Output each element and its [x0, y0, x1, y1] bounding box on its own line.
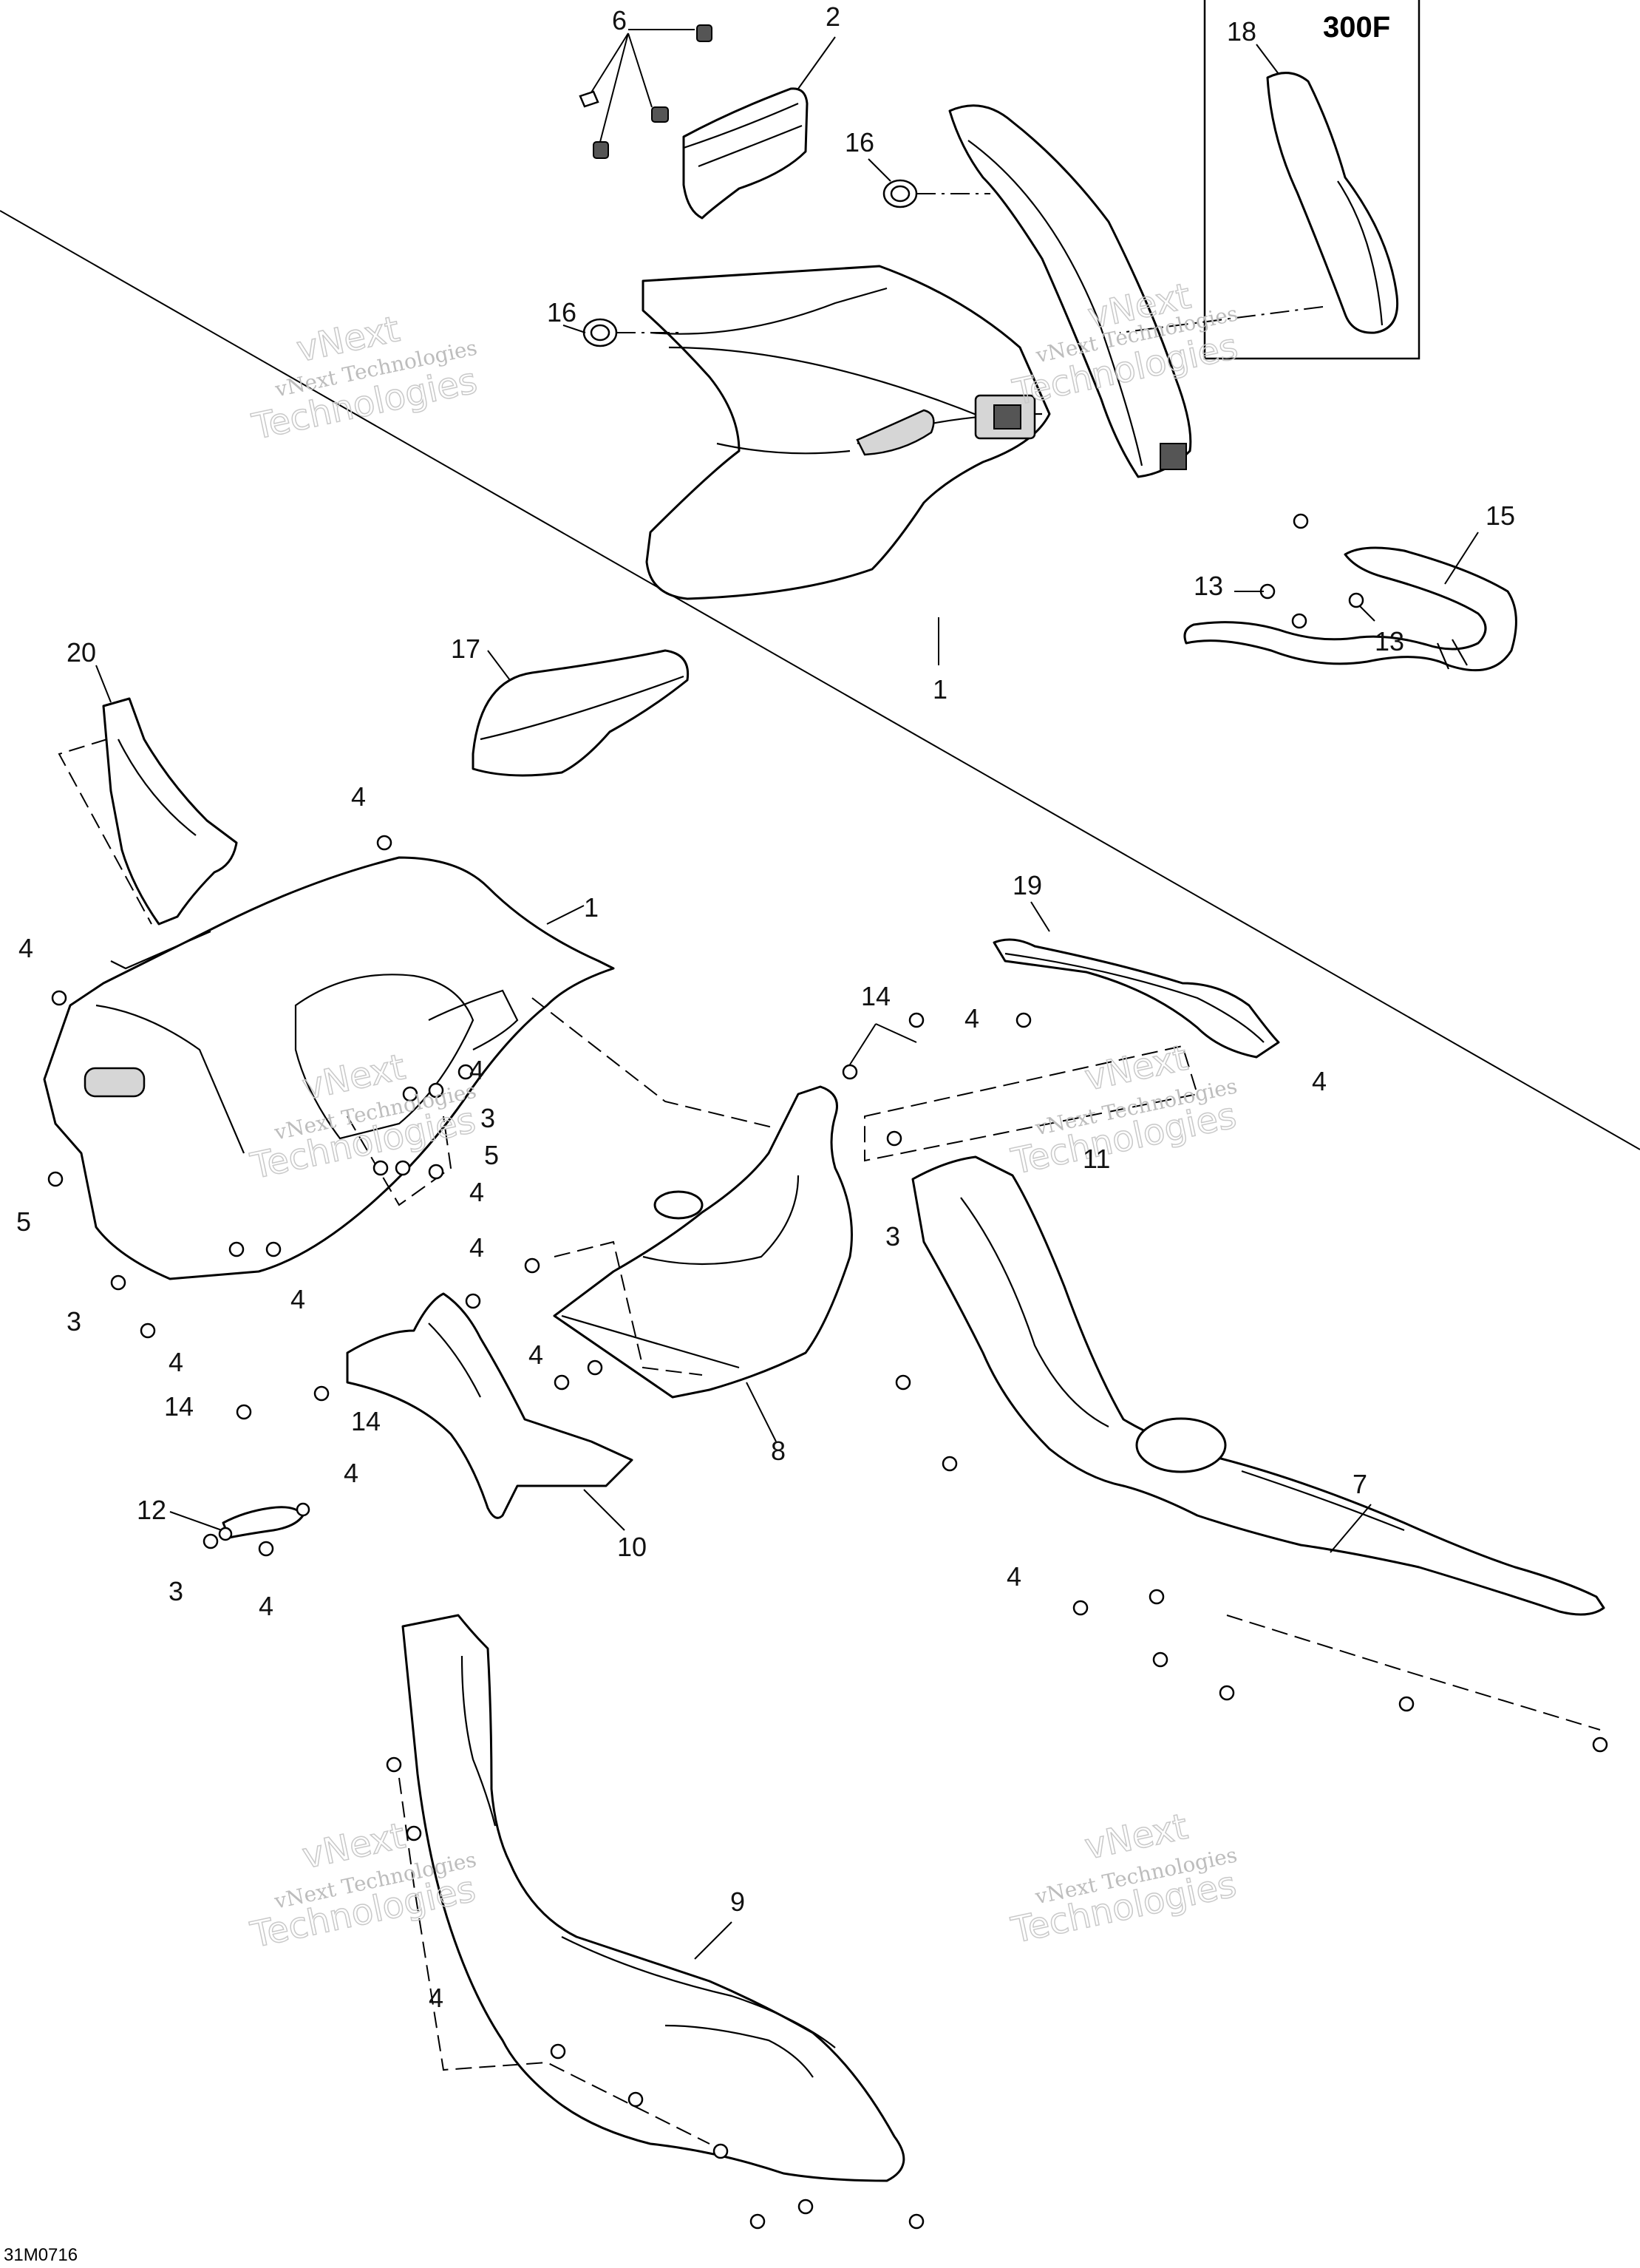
part-1-mid-body-panel	[43, 856, 615, 1280]
callout-8: 8	[771, 1436, 786, 1466]
leader-18	[1256, 44, 1279, 75]
callout-10: 10	[617, 1532, 647, 1562]
part-10-lower-tray	[346, 1292, 633, 1519]
callout-11: 11	[1083, 1144, 1110, 1174]
assembly-line-8	[554, 1240, 703, 1376]
model-tag-300f: 300F	[1323, 11, 1390, 44]
callout-15: 15	[1486, 500, 1515, 531]
callout-4-m: 4	[1007, 1561, 1021, 1592]
figure-code: 31M0716	[4, 2245, 78, 2265]
leader-13b	[1359, 605, 1375, 622]
watermark-top-left: vNext vNext Technologies Technologies	[248, 308, 481, 448]
part-15-grab-handle	[1183, 513, 1517, 672]
callout-4-e: 4	[469, 1055, 484, 1085]
part-16-grommet-top	[882, 179, 918, 208]
callout-4-f: 4	[469, 1177, 484, 1207]
leader-6b	[591, 33, 629, 93]
callout-4-g: 4	[469, 1232, 484, 1263]
part-2-cover	[682, 87, 809, 220]
part-18-pad	[1266, 72, 1399, 334]
fasteners	[47, 835, 1608, 2230]
callout-3-d: 3	[169, 1576, 183, 1606]
callout-14-b: 14	[164, 1391, 194, 1422]
callout-18: 18	[1227, 16, 1256, 47]
callout-3-c: 3	[67, 1306, 81, 1337]
watermark-mid-right: vNext vNext Technologies Technologies	[1007, 1036, 1241, 1184]
part-20-bracket	[102, 697, 238, 926]
callout-1-mid: 1	[584, 892, 599, 923]
assembly-line-11	[864, 1045, 1199, 1162]
callout-1-top: 1	[933, 674, 947, 704]
callout-20: 20	[67, 637, 96, 668]
leader-14a	[849, 1023, 877, 1065]
callout-13a: 13	[1194, 571, 1223, 601]
part-8-tray	[553, 1085, 853, 1399]
callout-13b: 13	[1375, 626, 1404, 656]
assembly-line-mid-1	[531, 997, 773, 1128]
callout-6: 6	[612, 5, 627, 35]
leader-12	[169, 1511, 222, 1531]
callout-16-left: 16	[547, 297, 576, 327]
callout-3-b: 3	[885, 1221, 900, 1252]
part-17-seat-pad	[472, 649, 690, 777]
part-7-right-floor-panel	[911, 1155, 1605, 1616]
callout-4-a: 4	[351, 781, 366, 812]
leader-16-left	[562, 325, 586, 333]
section-divider-line	[0, 210, 1640, 1150]
leader-6c	[599, 33, 629, 143]
callout-4-j: 4	[528, 1340, 543, 1370]
callout-5-a: 5	[484, 1140, 499, 1170]
callout-5-b: 5	[16, 1206, 31, 1237]
part-16-grommet-left	[582, 318, 618, 347]
leader-17	[487, 650, 511, 681]
callout-labels: 6 2 18 16 16 1 15 13 13 20 17 4 1 19 4 1…	[16, 1, 1515, 2013]
leader-8	[746, 1382, 777, 1442]
callout-4-d: 4	[1312, 1066, 1327, 1096]
leader-1-mid	[546, 905, 585, 925]
callout-19: 19	[1013, 870, 1042, 900]
assembly-line-5	[347, 1116, 452, 1206]
callout-17: 17	[451, 634, 480, 664]
leader-16-top	[868, 158, 891, 182]
leader-9	[694, 1921, 732, 1960]
leader-10	[583, 1489, 625, 1531]
callout-4-n: 4	[429, 1983, 443, 2013]
callout-4-c: 4	[964, 1003, 979, 1033]
assembly-line-7-fasteners	[1226, 1615, 1601, 1731]
callout-4-l: 4	[259, 1591, 273, 1621]
assembly-line-18	[1119, 306, 1324, 333]
callout-4-k: 4	[344, 1458, 358, 1488]
watermark-mid-left: vNext vNext Technologies Technologies	[246, 1046, 480, 1188]
part-19-bracket	[993, 938, 1280, 1059]
leader-20	[95, 665, 112, 703]
assembly-line-20	[58, 739, 152, 925]
leader-2	[797, 36, 836, 89]
part-9-left-floor-panel	[401, 1614, 905, 2182]
callout-3-a: 3	[480, 1103, 495, 1133]
leader-7	[1330, 1504, 1372, 1553]
callout-4-h: 4	[290, 1284, 305, 1314]
watermark-bottom-right: vNext vNext Technologies Technologies	[1007, 1805, 1241, 1952]
callout-14-c: 14	[351, 1406, 381, 1436]
model-inset-box: 300F	[1203, 0, 1420, 360]
leader-15	[1444, 532, 1479, 585]
leader-6d	[627, 33, 653, 108]
callout-2: 2	[826, 1, 840, 32]
callout-4-i: 4	[169, 1347, 183, 1377]
part-1-upper-fairing	[642, 104, 1192, 600]
callout-14-a: 14	[861, 981, 891, 1011]
callout-16-top: 16	[845, 127, 874, 157]
leader-19	[1030, 901, 1050, 932]
callout-9: 9	[730, 1887, 745, 1917]
leader-14b	[875, 1023, 917, 1043]
part-12-bracket	[218, 1502, 310, 1541]
callout-4-b: 4	[18, 933, 33, 963]
callout-12: 12	[137, 1495, 166, 1525]
assembly-line-9-fasteners	[398, 1777, 710, 2145]
callout-7: 7	[1353, 1469, 1367, 1499]
